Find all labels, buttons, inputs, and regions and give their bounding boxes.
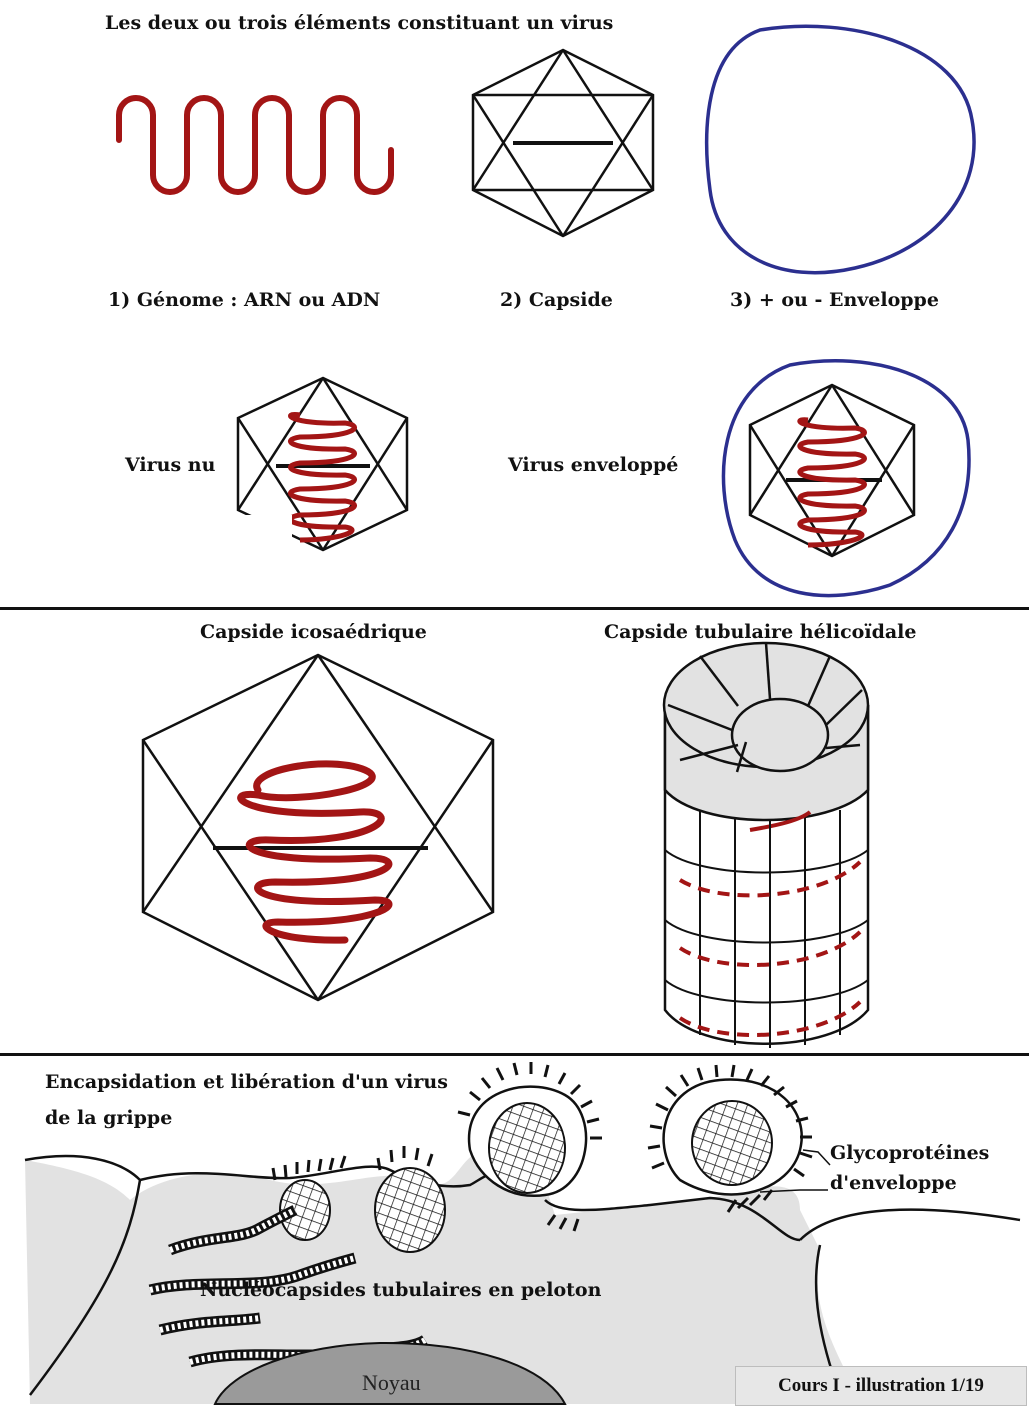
enveloped-virus xyxy=(723,361,969,596)
label-genome: 1) Génome : ARN ou ADN xyxy=(108,290,380,311)
icosahedral-genome-helix xyxy=(241,764,389,940)
separator-1 xyxy=(0,607,1029,610)
panel3-title-line2: de la grippe xyxy=(45,1108,172,1129)
envelope-outline xyxy=(707,26,974,272)
label-tubular: Capside tubulaire hélicoïdale xyxy=(604,622,916,643)
influenza-budding-scene xyxy=(25,1062,1020,1404)
illustration-credit: Cours I - illustration 1/19 xyxy=(735,1366,1027,1406)
label-capside: 2) Capside xyxy=(500,290,613,311)
label-enveloppe: 3) + ou - Enveloppe xyxy=(730,290,939,311)
label-virus-nu: Virus nu xyxy=(125,455,215,476)
label-noyau: Noyau xyxy=(362,1370,421,1396)
panel1-title: Les deux ou trois éléments constituant u… xyxy=(105,13,613,34)
label-nucleocapsids: Nucléocapsides tubulaires en peloton xyxy=(200,1280,601,1301)
label-icosahedral: Capside icosaédrique xyxy=(200,622,427,643)
genome-strand xyxy=(119,98,391,192)
helical-tubular-capsid xyxy=(664,643,868,1048)
capsid-hexagon xyxy=(473,50,653,236)
panel3-title-line1: Encapsidation et libération d'un virus xyxy=(45,1072,448,1093)
naked-virus-genome xyxy=(290,415,354,540)
label-glycoproteins-line1: Glycoprotéines xyxy=(830,1143,989,1164)
separator-2 xyxy=(0,1053,1029,1056)
naked-virus xyxy=(230,378,407,555)
label-glycoproteins-line2: d'enveloppe xyxy=(830,1173,957,1194)
label-virus-enveloppe: Virus enveloppé xyxy=(508,455,678,476)
icosahedral-capsid xyxy=(143,655,493,1000)
